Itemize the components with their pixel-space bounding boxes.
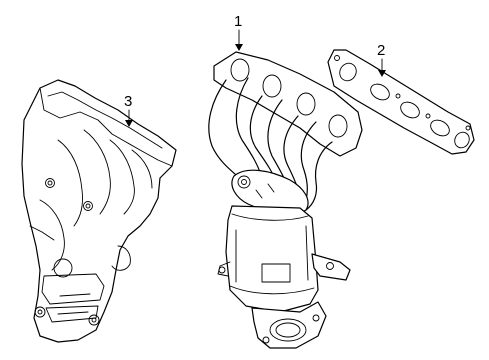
callout-2-label: 2 xyxy=(377,42,385,59)
exhaust-manifold-icon xyxy=(208,51,363,349)
callout-3: 3 xyxy=(124,93,133,127)
callout-2: 2 xyxy=(377,42,386,77)
manifold-gasket-icon xyxy=(327,49,475,155)
callout-3-label: 3 xyxy=(124,93,132,110)
heat-shield-icon xyxy=(21,79,177,343)
callout-1-label: 1 xyxy=(234,13,242,30)
callout-1: 1 xyxy=(234,13,243,51)
